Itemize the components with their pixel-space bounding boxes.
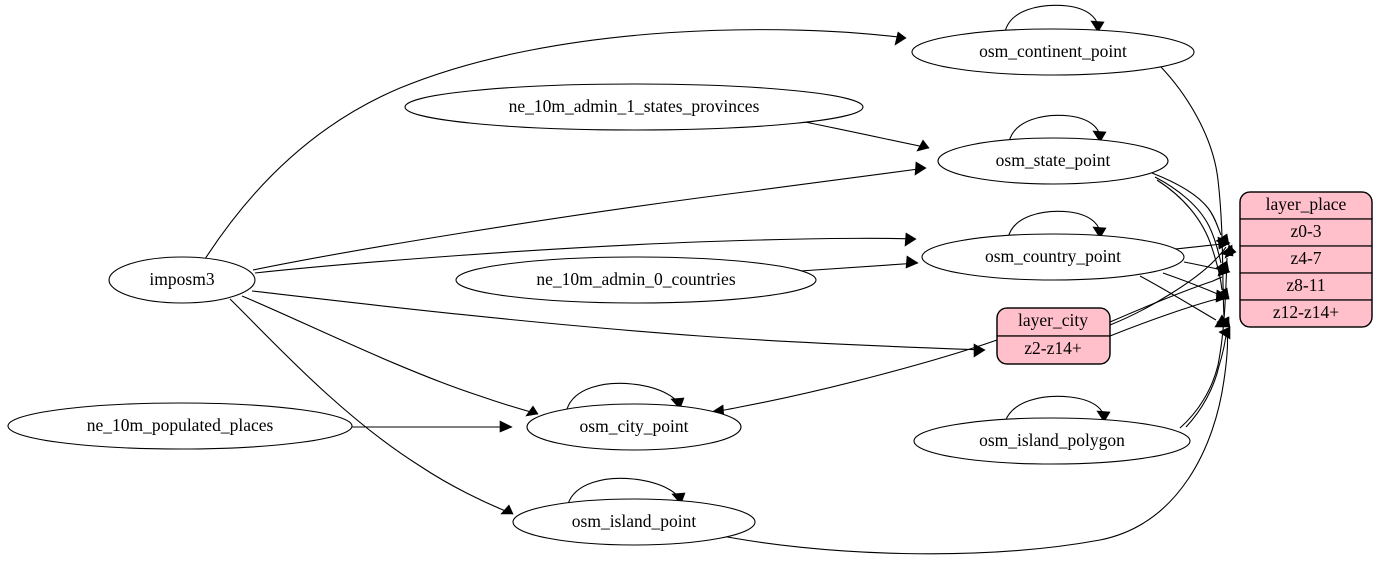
node-label-osm_city_point: osm_city_point [580, 416, 689, 436]
node-label-osm_country_point: osm_country_point [985, 246, 1121, 266]
node-layer: imposm3 ne_10m_admin_1_states_provinces … [7, 28, 1195, 546]
node-label-osm_continent_point: osm_continent_point [979, 41, 1127, 61]
record-node-layer_city[interactable]: layer_city z2-z14+ [996, 307, 1111, 365]
node-label-ne_10m_admin_0_countries: ne_10m_admin_0_countries [536, 269, 735, 289]
node-label-osm_island_point: osm_island_point [572, 511, 697, 531]
node-osm_country_point[interactable]: osm_country_point [921, 233, 1185, 281]
self-loop-osm_state_point [1008, 114, 1107, 143]
node-ne_10m_admin_1_states_provinces[interactable]: ne_10m_admin_1_states_provinces [404, 83, 864, 131]
edge-layer [204, 4, 1237, 555]
node-ne_10m_admin_0_countries[interactable]: ne_10m_admin_0_countries [455, 256, 817, 304]
edge-admin_0_countries-to-osm_country_point [799, 255, 919, 272]
node-label-imposm3: imposm3 [149, 269, 214, 289]
node-osm_island_point[interactable]: osm_island_point [512, 498, 756, 546]
self-loop-osm_country_point [1007, 210, 1107, 239]
record-row-layer_place-z4-7[interactable]: z4-7 [1290, 248, 1321, 268]
edge-osm_island_point-to-layer_place-z12 [711, 326, 1231, 555]
edge-imposm3-to-osm_state_point [252, 161, 927, 271]
node-label-ne_10m_admin_1_states_provinces: ne_10m_admin_1_states_provinces [509, 96, 760, 116]
record-row-layer_place-z0-3[interactable]: z0-3 [1290, 221, 1321, 241]
edge-layer_city-to-osm_city_point [711, 339, 998, 419]
node-osm_city_point[interactable]: osm_city_point [526, 403, 742, 451]
self-loop-osm_island_polygon [1004, 395, 1111, 423]
edge-osm_country_point-to-layer_place-z0-3 [1174, 236, 1231, 250]
edge-populated_places-to-osm_city_point [352, 420, 513, 433]
edge-layer_city-to-layer_place-z8-11 [1109, 289, 1230, 337]
node-osm_island_polygon[interactable]: osm_island_polygon [913, 417, 1191, 465]
edge-osm_island_polygon-to-layer_place-z12 [1185, 316, 1231, 428]
self-loop-osm_continent_point [1004, 4, 1105, 33]
node-label-ne_10m_populated_places: ne_10m_populated_places [87, 415, 274, 435]
node-label-osm_island_polygon: osm_island_polygon [979, 430, 1125, 450]
record-row-layer_place-z12-z14plus[interactable]: z12-z14+ [1273, 302, 1339, 322]
edge-imposm3-to-osm_continent_point [204, 29, 907, 260]
edge-imposm3-to-osm_country_point [254, 232, 917, 274]
record-row-layer_city-z2-z14plus[interactable]: z2-z14+ [1024, 338, 1082, 358]
record-row-layer_city-title: layer_city [1018, 310, 1088, 330]
node-osm_state_point[interactable]: osm_state_point [937, 137, 1169, 185]
record-node-layer_place[interactable]: layer_place z0-3 z4-7 z8-11 z12-z14+ [1239, 191, 1373, 328]
edge-imposm3-to-osm_island_point [229, 298, 514, 515]
record-row-layer_place-z8-11[interactable]: z8-11 [1286, 275, 1325, 295]
node-imposm3[interactable]: imposm3 [108, 256, 256, 304]
edge-osm_island_polygon-to-layer_place-z0-3 [1179, 244, 1234, 429]
node-label-osm_state_point: osm_state_point [996, 150, 1111, 170]
edge-imposm3-to-osm_city_point [241, 295, 539, 417]
node-ne_10m_populated_places[interactable]: ne_10m_populated_places [7, 402, 353, 450]
edge-states_provinces-to-osm_state_point [799, 120, 930, 152]
record-row-layer_place-title: layer_place [1266, 194, 1347, 214]
node-osm_continent_point[interactable]: osm_continent_point [911, 28, 1195, 76]
